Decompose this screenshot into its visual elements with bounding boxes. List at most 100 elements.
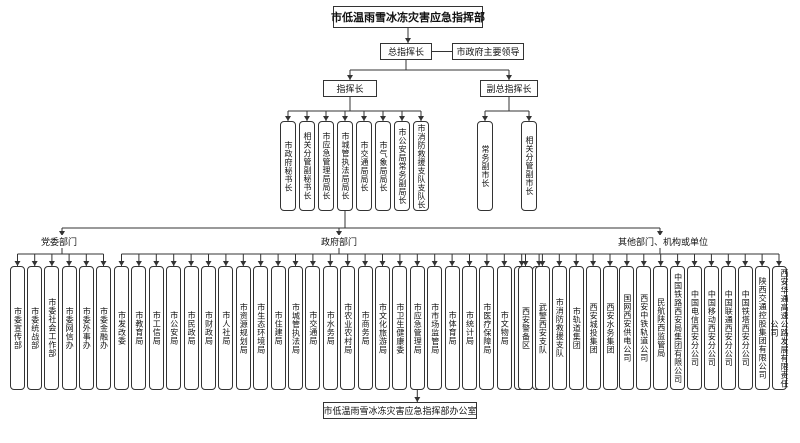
arrow-head xyxy=(304,116,310,121)
party-unit-3: 市委社会工作部 xyxy=(44,266,60,390)
other-unit-16: 西安华通高速公路发展有限责任公司 xyxy=(770,266,789,390)
arrow-head xyxy=(742,261,749,266)
other-unit-11: 中国电信西安分公司 xyxy=(687,266,702,390)
commander-box: 总指挥长 xyxy=(380,43,432,60)
arrow-head xyxy=(691,261,698,266)
headquarters-title: 市低温雨雪冰冻灾害应急指挥部 xyxy=(331,6,485,28)
arrow-head xyxy=(380,116,386,121)
gov-unit-15: 市商务局 xyxy=(357,266,373,390)
other-unit-8: 西安中铁轨道公司 xyxy=(636,266,652,390)
gov-unit-12: 市交通局 xyxy=(305,266,321,390)
arrow-head xyxy=(188,261,195,266)
arrow-head xyxy=(657,231,663,236)
arrow-head xyxy=(135,261,142,266)
arrow-head xyxy=(83,261,90,266)
chief-member-3: 市应急管理局局长 xyxy=(318,121,334,211)
deputy-member-1: 常务副市长 xyxy=(477,121,493,211)
arrow-head xyxy=(522,261,529,266)
gov-unit-18: 市应急管理局 xyxy=(409,266,425,390)
gov-unit-4: 市公安局 xyxy=(166,266,182,390)
other-unit-10: 中国铁路西安局集团有限公司 xyxy=(670,266,686,390)
chief-member-2: 相关分管副秘书长 xyxy=(299,121,315,211)
arrow-head xyxy=(399,116,405,121)
arrow-head xyxy=(590,261,597,266)
gov-unit-21: 市统计局 xyxy=(462,266,477,390)
arrow-head xyxy=(170,261,177,266)
arrow-head xyxy=(501,261,508,266)
other-unit-12: 中国移动西安分公司 xyxy=(703,266,719,390)
arrow-head xyxy=(414,261,421,266)
other-unit-5: 西安城投集团 xyxy=(585,266,601,390)
group-label-party: 党委部门 xyxy=(38,235,81,248)
group-label-other: 其他部门、机构或单位 xyxy=(615,235,712,248)
arrow-head xyxy=(483,261,490,266)
other-unit-15: 陕西交通控股集团有限公司 xyxy=(754,266,770,390)
arrow-head xyxy=(240,261,247,266)
other-unit-14: 中国铁塔西安分公司 xyxy=(737,266,753,390)
gov-unit-17: 市卫生健康委 xyxy=(392,266,408,390)
arrow-head xyxy=(418,116,424,121)
arrow-head xyxy=(674,261,681,266)
gov-unit-5: 市民政局 xyxy=(183,266,199,390)
arrow-head xyxy=(327,261,334,266)
arrow-head xyxy=(556,261,563,266)
gov-unit-2: 市教育局 xyxy=(131,266,147,390)
arrow-head xyxy=(336,231,342,236)
gov-unit-8: 市资源规划局 xyxy=(235,266,251,390)
arrow-head xyxy=(607,261,613,266)
arrow-head xyxy=(526,116,532,121)
arrow-head xyxy=(222,261,229,266)
arrow-head xyxy=(14,261,21,266)
gov-unit-1: 市发改委 xyxy=(114,266,129,390)
arrow-head xyxy=(361,116,367,121)
arrow-head xyxy=(153,261,160,266)
gov-unit-7: 市人社局 xyxy=(218,266,234,390)
other-unit-2: 武警西安支队 xyxy=(534,266,550,390)
arrow-head xyxy=(518,261,525,266)
arrow-head xyxy=(31,261,38,266)
gov-unit-16: 市文化旅游局 xyxy=(375,266,390,390)
arrow-head xyxy=(573,261,580,266)
party-unit-1: 市委宣传部 xyxy=(10,266,25,390)
arrow-head xyxy=(275,261,282,266)
arrow-head xyxy=(59,231,65,236)
arrow-head xyxy=(344,261,351,266)
arrow-head xyxy=(414,397,421,402)
arrow-head xyxy=(776,261,782,266)
arrow-head xyxy=(118,261,125,266)
gov-unit-11: 市城管执法局 xyxy=(288,266,303,390)
arrow-head xyxy=(257,261,264,266)
commander-note-box: 市政府主要领导 xyxy=(452,43,524,60)
other-unit-9: 民航陕西监管局 xyxy=(653,266,669,390)
arrow-head xyxy=(342,116,348,121)
arrow-head xyxy=(48,261,55,266)
arrow-head xyxy=(466,261,473,266)
gov-unit-23: 市文物局 xyxy=(496,266,512,390)
other-unit-3: 市消防救援支队 xyxy=(551,266,567,390)
arrow-head xyxy=(623,261,630,266)
arrow-head xyxy=(431,261,438,266)
chief-member-6: 市气象局局长 xyxy=(375,121,391,211)
gov-unit-13: 市水务局 xyxy=(322,266,338,390)
deputy-member-2: 相关分管副市长 xyxy=(521,121,537,211)
chief-member-8: 市消防救援支队支队长 xyxy=(413,121,429,211)
gov-unit-6: 市财政局 xyxy=(201,266,216,390)
other-unit-1: 西安警备区 xyxy=(518,266,533,390)
arrow-head xyxy=(539,261,546,266)
arrow-head xyxy=(405,38,411,43)
arrow-head xyxy=(285,116,291,121)
arrow-head xyxy=(725,261,732,266)
chief-member-7: 市公安局常务副局长 xyxy=(394,121,410,211)
arrow-head xyxy=(708,261,715,266)
gov-unit-9: 市生态环境局 xyxy=(253,266,269,390)
arrow-head xyxy=(323,116,329,121)
arrow-head xyxy=(657,261,664,266)
arrow-head xyxy=(66,261,73,266)
arrow-head xyxy=(449,261,456,266)
arrow-head xyxy=(292,261,299,266)
chief-member-5: 市交通局局长 xyxy=(356,121,372,211)
chief-member-4: 市城管执法局局长 xyxy=(337,121,353,211)
party-unit-6: 市委金融办 xyxy=(96,266,111,390)
